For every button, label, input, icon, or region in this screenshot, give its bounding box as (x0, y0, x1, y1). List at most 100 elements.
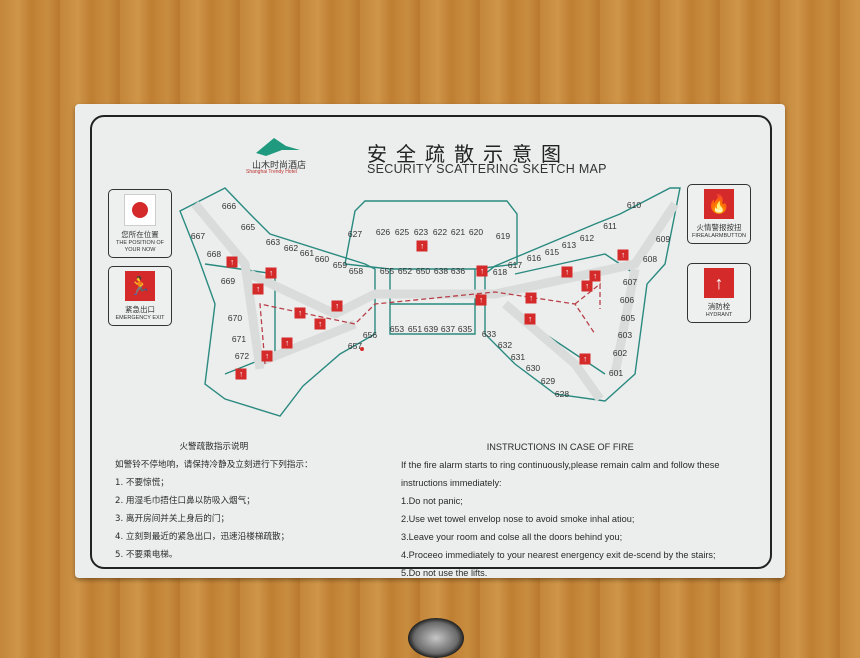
hydrant-icon: ↑ (265, 267, 277, 279)
room-label: 635 (457, 324, 473, 334)
room-label: 613 (561, 240, 577, 250)
hydrant-icon: ↑ (226, 256, 238, 268)
instruction-en-item: 4.Proceeo immediately to your nearest en… (401, 550, 716, 560)
legend-fire-alarm-button: 🔥 火情警报按扭 FIREALARMBUTTON (687, 184, 751, 244)
legend-hydrant: ↑ 消防栓 HYDRANT (687, 263, 751, 323)
room-label: 656 (362, 330, 378, 340)
running-man-exit-icon: 🏃 (125, 271, 155, 301)
plaque-border (90, 115, 772, 569)
room-label: 603 (617, 330, 633, 340)
instructions-cn: 火警疏散指示说明 如警铃不停地响，请保持冷静及立刻进行下列指示： 1. 不要惊慌… (115, 438, 313, 564)
room-label: 612 (579, 233, 595, 243)
hydrant-icon: ↑ (294, 307, 306, 319)
legend-label-cn: 紧急出口 (125, 305, 155, 314)
instruction-en-item: 3.Leave your room and colse all the door… (401, 532, 623, 542)
room-label: 652 (397, 266, 413, 276)
room-label: 610 (626, 200, 642, 210)
legend-label-en: THE POSITION OF YOUR NOW (116, 240, 164, 253)
room-label: 623 (413, 227, 429, 237)
instructions-en: INSTRUCTIONS IN CASE OF FIRE If the fire… (401, 438, 719, 582)
instructions-en-intro: instructions immediately: (401, 478, 502, 488)
hydrant-icon: ↑ (617, 249, 629, 261)
room-label: 653 (389, 324, 405, 334)
room-label: 636 (450, 266, 466, 276)
room-label: 658 (348, 266, 364, 276)
fire-alarm-button-icon: 🔥 (704, 189, 734, 219)
room-label: 602 (612, 348, 628, 358)
room-label: 621 (450, 227, 466, 237)
room-label: 627 (347, 229, 363, 239)
room-label: 651 (407, 324, 423, 334)
room-label: 626 (375, 227, 391, 237)
hotel-logo: 山木时尚酒店 Shanghai Trendy Hotel (246, 136, 332, 182)
hydrant-icon: ↑ (589, 270, 601, 282)
room-label: 618 (492, 267, 508, 277)
room-label: 666 (221, 201, 237, 211)
legend-label-en: HYDRANT (705, 312, 733, 318)
room-label: 639 (423, 324, 439, 334)
hydrant-icon: ↑ (314, 318, 326, 330)
room-label: 616 (526, 253, 542, 263)
room-label: 628 (554, 389, 570, 399)
room-label: 663 (265, 237, 281, 247)
instruction-cn-item: 4. 立刻到最近的紧急出口，迅速沿楼梯疏散； (115, 532, 290, 542)
room-label: 607 (622, 277, 638, 287)
room-label: 606 (619, 295, 635, 305)
room-label: 667 (190, 231, 206, 241)
title-cn: 安全疏散示意图 (367, 142, 570, 166)
instruction-en-item: 2.Use wet towel envelop nose to avoid sm… (401, 514, 635, 524)
room-label: 637 (440, 324, 456, 334)
room-label: 622 (432, 227, 448, 237)
hydrant-icon: ↑ (524, 313, 536, 325)
instructions-cn-title: 火警疏散指示说明 (179, 442, 249, 452)
hydrant-icon: ↑ (252, 283, 264, 295)
room-label: 601 (608, 368, 624, 378)
instruction-cn-item: 3. 离开房间并关上身后的门； (115, 514, 230, 524)
hydrant-icon: ↑ (525, 292, 537, 304)
legend-label-cn: 火情警报按扭 (696, 223, 742, 232)
mountain-logo-icon (256, 138, 300, 156)
room-label: 629 (540, 376, 556, 386)
hydrant-icon: ↑ (476, 265, 488, 277)
instructions-cn-intro: 如警铃不停地响，请保持冷静及立刻进行下列指示： (115, 460, 313, 470)
room-label: 625 (394, 227, 410, 237)
hydrant-icon: ↑ (579, 353, 591, 365)
instruction-cn-item: 5. 不要乘电梯。 (115, 550, 178, 560)
room-label: 615 (544, 247, 560, 257)
logo-en-text: Shanghai Trendy Hotel (246, 169, 297, 175)
room-label: 655 (379, 266, 395, 276)
room-label: 605 (620, 313, 636, 323)
your-position-dot (360, 347, 364, 351)
hydrant-icon: ↑ (581, 280, 593, 292)
floor-plan (179, 187, 681, 417)
door-lock (408, 618, 464, 658)
legend-label-cn: 您所在位置 (121, 230, 159, 239)
room-label: 662 (283, 243, 299, 253)
hydrant-icon: ↑ (281, 337, 293, 349)
room-label: 632 (497, 340, 513, 350)
hydrant-icon: ↑ (261, 350, 273, 362)
hydrant-icon: ↑ (475, 294, 487, 306)
room-label: 633 (481, 329, 497, 339)
title-en: SECURITY SCATTERING SKETCH MAP (367, 162, 607, 176)
room-label: 609 (655, 234, 671, 244)
hydrant-icon: ↑ (416, 240, 428, 252)
room-label: 670 (227, 313, 243, 323)
hydrant-icon: ↑ (561, 266, 573, 278)
instructions-en-intro: If the fire alarm starts to ring continu… (401, 460, 720, 470)
instruction-cn-item: 2. 用湿毛巾捂住口鼻以防吸入烟气； (115, 496, 255, 506)
room-label: 611 (603, 221, 617, 231)
hydrant-icon: ↑ (704, 268, 734, 298)
room-label: 617 (507, 260, 523, 270)
room-label: 660 (314, 254, 330, 264)
room-label: 672 (234, 351, 250, 361)
legend-label-en: FIREALARMBUTTON (692, 233, 746, 239)
room-label: 631 (510, 352, 526, 362)
room-label: 665 (240, 222, 256, 232)
red-dot-icon (124, 194, 156, 226)
instructions-en-title: INSTRUCTIONS IN CASE OF FIRE (486, 442, 634, 452)
hydrant-icon: ↑ (331, 300, 343, 312)
legend-label-en: EMERGENCY EXIT (115, 315, 165, 321)
instruction-cn-item: 1. 不要惊慌； (115, 478, 169, 488)
room-label: 668 (206, 249, 222, 259)
